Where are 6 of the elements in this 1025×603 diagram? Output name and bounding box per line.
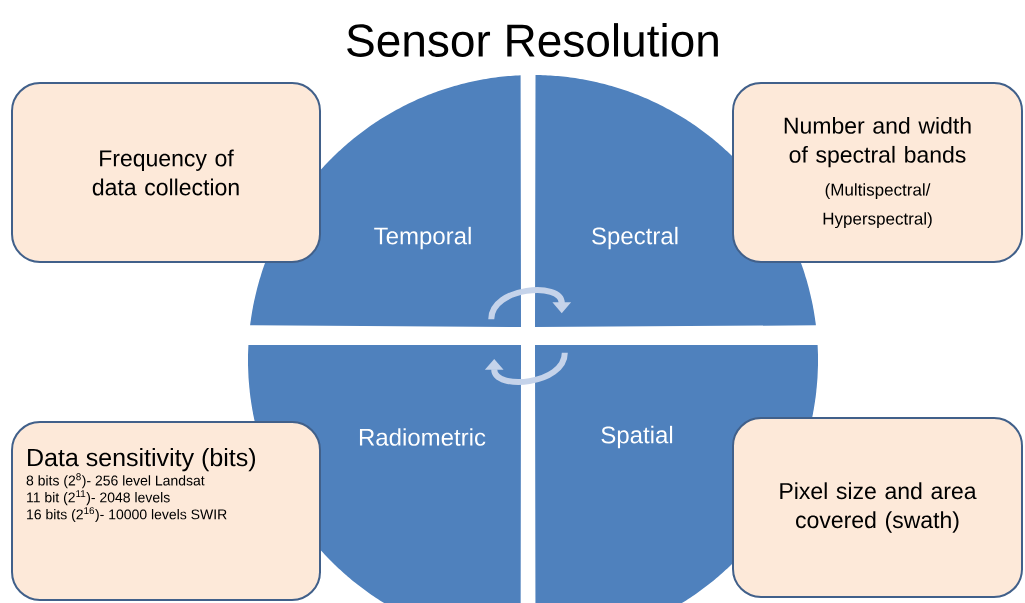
text-box: Data sensitivity (bits) 8 bits (2$^{8}$)- 256 level Landsat 11 bit (2$^{11}$)- 2048 levels 16 bits (2$^{16}$)- 10000 levels SWIR — [11, 421, 321, 601]
text-box: Frequency of data collection — [11, 82, 321, 263]
text-box: Number and width of spectral bands (Multispectral/ Hyperspectral) — [732, 82, 1023, 263]
quadrant-sector: Temporal — [250, 75, 521, 327]
title: Sensor Resolution — [347, 23, 718, 57]
text-box: Pixel size and area covered (swath) — [732, 417, 1023, 598]
